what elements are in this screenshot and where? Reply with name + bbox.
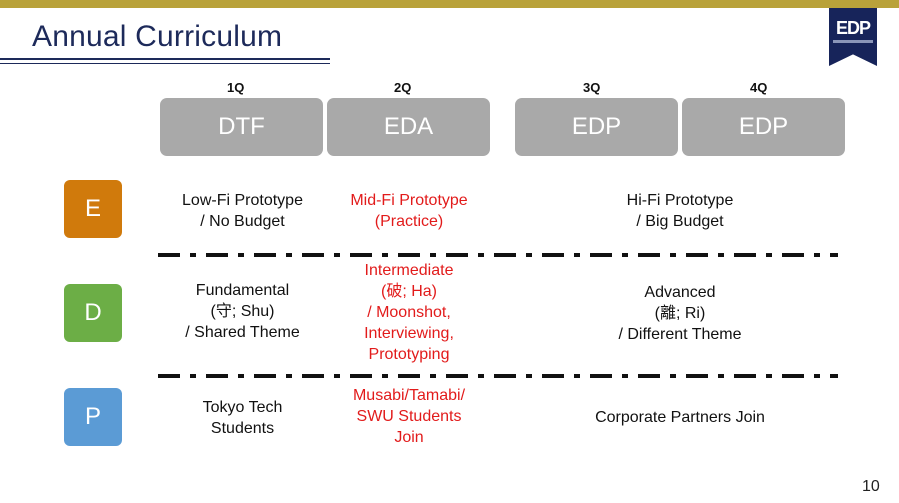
page-number: 10 xyxy=(862,478,880,495)
row-divider-1 xyxy=(158,253,838,257)
cell-e-q2: Mid-Fi Prototype (Practice) xyxy=(325,190,493,232)
category-badge-e: E xyxy=(64,180,122,238)
cell-line: Advanced xyxy=(644,284,716,301)
cell-line: Fundamental xyxy=(195,282,290,299)
cell-line: / Different Theme xyxy=(618,326,742,343)
cell-line: Interviewing, xyxy=(364,325,454,342)
logo-subline xyxy=(833,40,873,43)
slide-title: Annual Curriculum xyxy=(32,20,283,53)
cell-line: Tokyo Tech xyxy=(202,399,283,416)
cell-line: Low-Fi Prototype xyxy=(182,192,303,209)
cell-line: (Practice) xyxy=(374,213,444,230)
cell-p-q34: Corporate Partners Join xyxy=(515,407,845,428)
category-badge-p: P xyxy=(64,388,122,446)
quarter-label-2q: 2Q xyxy=(394,80,412,95)
phase-box-edp-3q: EDP xyxy=(515,98,678,156)
cell-line: Intermediate xyxy=(364,262,454,279)
cell-line: (破; Ha) xyxy=(380,283,437,300)
cell-p-q1: Tokyo Tech Students xyxy=(160,397,325,439)
cell-line: Prototyping xyxy=(368,346,450,363)
phase-box-edp-4q: EDP xyxy=(682,98,845,156)
phase-box-dtf: DTF xyxy=(160,98,323,156)
cell-line: Join xyxy=(394,429,424,446)
cell-e-q34: Hi-Fi Prototype / Big Budget xyxy=(515,190,845,232)
cell-line: / Moonshot, xyxy=(367,304,451,321)
quarter-label-4q: 4Q xyxy=(750,80,768,95)
edp-logo: EDP xyxy=(829,8,877,66)
title-underline-thin xyxy=(0,63,330,64)
cell-line: Students xyxy=(210,420,275,437)
cell-line: SWU Students xyxy=(356,408,462,425)
cell-line: Corporate Partners Join xyxy=(595,409,765,426)
title-underline xyxy=(0,58,330,60)
cell-d-q2: Intermediate (破; Ha) / Moonshot, Intervi… xyxy=(325,260,493,370)
quarter-label-3q: 3Q xyxy=(583,80,601,95)
cell-line: Mid-Fi Prototype xyxy=(350,192,468,209)
row-divider-2 xyxy=(158,374,838,378)
cell-d-q34: Advanced (離; Ri) / Different Theme xyxy=(515,282,845,345)
cell-line: (離; Ri) xyxy=(654,305,706,322)
top-accent-bar xyxy=(0,0,899,8)
category-badge-d: D xyxy=(64,284,122,342)
logo-text: EDP xyxy=(835,18,871,38)
cell-line: (守; Shu) xyxy=(210,303,275,320)
cell-line: / Shared Theme xyxy=(185,324,300,341)
cell-line: Hi-Fi Prototype xyxy=(626,192,734,209)
cell-e-q1: Low-Fi Prototype / No Budget xyxy=(160,190,325,232)
cell-line: / Big Budget xyxy=(636,213,724,230)
cell-d-q1: Fundamental (守; Shu) / Shared Theme xyxy=(160,280,325,343)
cell-p-q2: Musabi/Tamabi/ SWU Students Join xyxy=(325,385,493,448)
quarter-label-1q: 1Q xyxy=(227,80,245,95)
cell-line: / No Budget xyxy=(200,213,285,230)
cell-line: Musabi/Tamabi/ xyxy=(352,387,466,404)
phase-box-eda: EDA xyxy=(327,98,490,156)
